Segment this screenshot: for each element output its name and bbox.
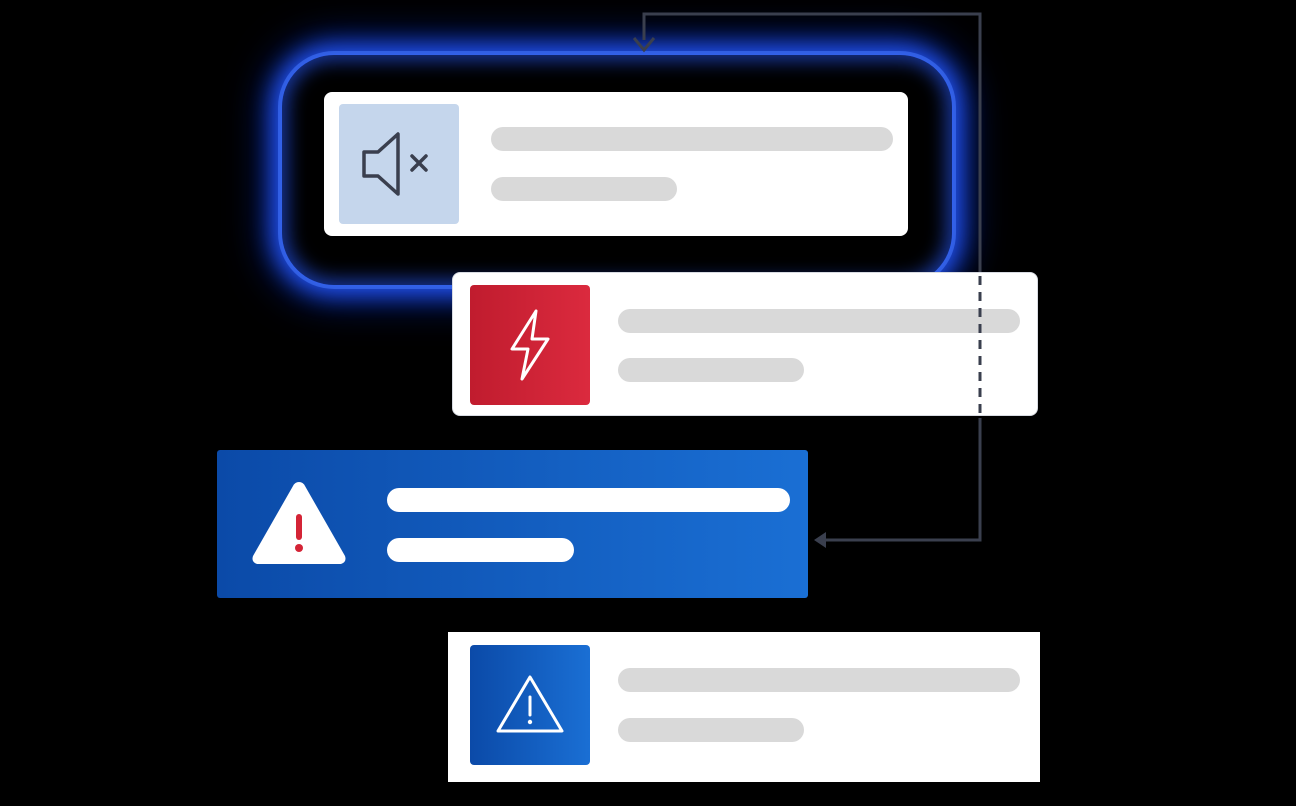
title-placeholder	[387, 488, 790, 512]
warning-icon-box	[470, 645, 590, 765]
notification-card-warning-active	[217, 450, 808, 598]
warning-triangle-icon	[252, 482, 346, 564]
speaker-mute-icon	[362, 132, 428, 196]
subtitle-placeholder	[618, 718, 804, 742]
subtitle-placeholder	[618, 358, 804, 382]
connector-bottom	[826, 418, 982, 542]
title-placeholder	[618, 668, 1020, 692]
notification-card-lightning	[452, 272, 1038, 416]
lightning-bolt-icon	[510, 309, 550, 381]
arrow-down-icon	[632, 37, 656, 53]
subtitle-placeholder	[387, 538, 574, 562]
subtitle-placeholder	[491, 177, 677, 201]
lightning-icon-box	[470, 285, 590, 405]
arrow-left-icon	[814, 532, 826, 548]
connector-top	[642, 12, 982, 272]
notification-card-warning	[448, 632, 1040, 782]
warning-triangle-outline-icon	[496, 675, 564, 733]
muted-icon-box	[339, 104, 459, 224]
notification-card-muted	[324, 92, 908, 236]
title-placeholder	[618, 309, 1020, 333]
title-placeholder	[491, 127, 893, 151]
